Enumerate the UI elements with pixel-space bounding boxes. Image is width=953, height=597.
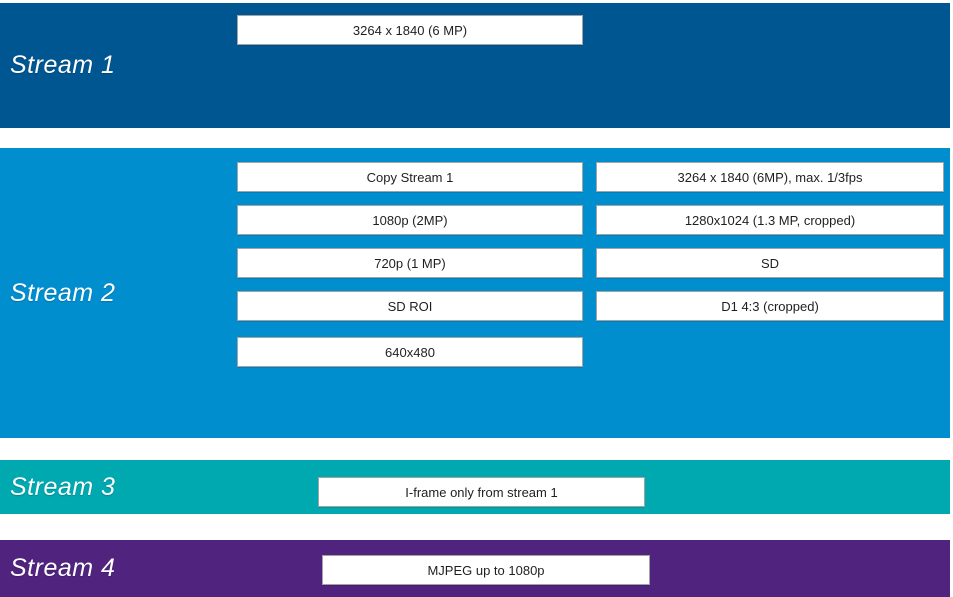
stream-4-band: Stream 4 MJPEG up to 1080p xyxy=(0,540,950,597)
stream-4-option-mjpeg: MJPEG up to 1080p xyxy=(322,555,650,585)
stream-3-band: Stream 3 I-frame only from stream 1 xyxy=(0,460,950,514)
stream-4-label: Stream 4 xyxy=(10,554,116,582)
stream-2-option-sd-roi: SD ROI xyxy=(237,291,583,321)
stream-1-band: Stream 1 3264 x 1840 (6 MP) xyxy=(0,3,950,128)
stream-2-option-1080p: 1080p (2MP) xyxy=(237,205,583,235)
stream-2-option-6mp-max-fps: 3264 x 1840 (6MP), max. 1/3fps xyxy=(596,162,944,192)
stream-2-option-640x480: 640x480 xyxy=(237,337,583,367)
stream-2-option-1280x1024-cropped: 1280x1024 (1.3 MP, cropped) xyxy=(596,205,944,235)
stream-1-label: Stream 1 xyxy=(10,51,116,79)
stream-2-band: Stream 2 Copy Stream 1 1080p (2MP) 720p … xyxy=(0,148,950,438)
stream-1-option-resolution: 3264 x 1840 (6 MP) xyxy=(237,15,583,45)
stream-2-option-720p: 720p (1 MP) xyxy=(237,248,583,278)
stream-2-option-sd: SD xyxy=(596,248,944,278)
stream-2-label: Stream 2 xyxy=(10,278,116,307)
stream-3-option-iframe-only: I-frame only from stream 1 xyxy=(318,477,645,507)
stream-2-option-copy-stream-1: Copy Stream 1 xyxy=(237,162,583,192)
stream-2-option-d1-cropped: D1 4:3 (cropped) xyxy=(596,291,944,321)
stream-3-label: Stream 3 xyxy=(10,472,116,501)
